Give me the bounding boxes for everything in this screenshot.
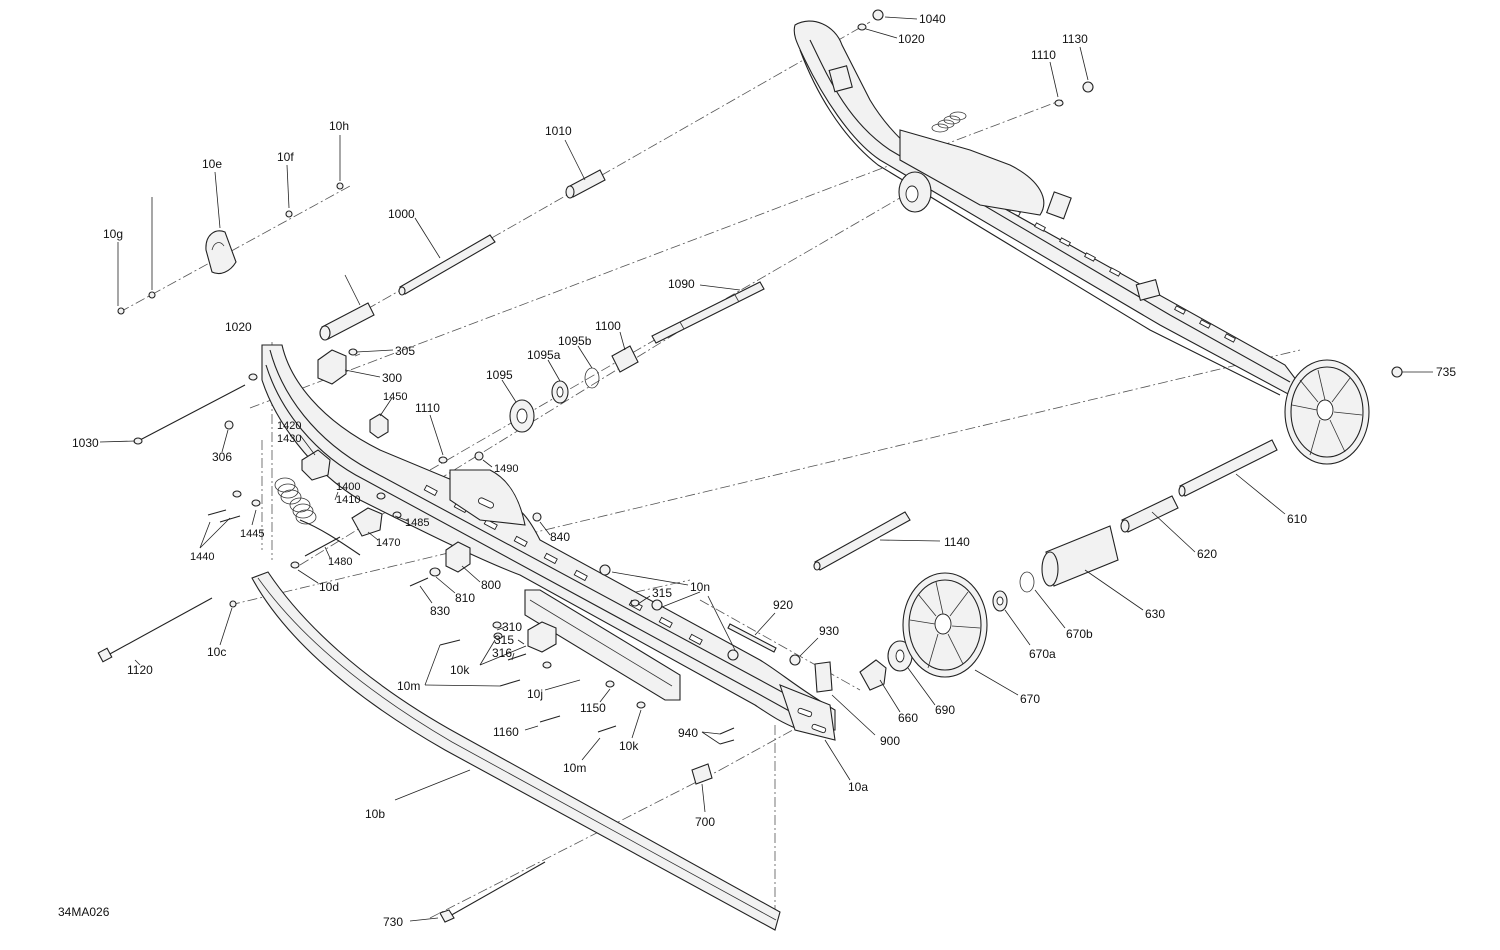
callout-620: 620 bbox=[1197, 547, 1217, 561]
callout-930: 930 bbox=[819, 624, 839, 638]
callout-840: 840 bbox=[550, 530, 570, 544]
callout-305: 305 bbox=[395, 344, 415, 358]
callout-1130: 1130 bbox=[1062, 32, 1088, 46]
callout-610: 610 bbox=[1287, 512, 1307, 526]
callout-1410: 1410 bbox=[336, 494, 360, 506]
callout-1120: 1120 bbox=[127, 663, 153, 677]
callout-10g: 10g bbox=[103, 227, 123, 241]
callout-735: 735 bbox=[1436, 365, 1456, 379]
callout-labels: 1040 1020 1130 1110 10h 1010 10e 10f 100… bbox=[72, 12, 1456, 929]
callout-1485: 1485 bbox=[405, 517, 429, 529]
assembly-axes bbox=[119, 21, 1301, 919]
callout-10j: 10j bbox=[527, 687, 543, 701]
callout-940: 940 bbox=[678, 726, 698, 740]
callout-1030: 1030 bbox=[72, 436, 99, 450]
callout-1140: 1140 bbox=[944, 535, 970, 549]
molded-parts bbox=[205, 230, 887, 785]
callout-730: 730 bbox=[383, 915, 403, 929]
callout-920: 920 bbox=[773, 598, 793, 612]
callout-10m: 10m bbox=[563, 761, 586, 775]
callout-1095a: 1095a bbox=[527, 348, 561, 362]
callout-306: 306 bbox=[212, 450, 232, 464]
callout-900: 900 bbox=[880, 734, 900, 748]
callout-1490: 1490 bbox=[494, 463, 518, 475]
callout-670a: 670a bbox=[1029, 647, 1056, 661]
callout-1110: 1110 bbox=[415, 401, 440, 415]
slider-strip bbox=[251, 571, 781, 931]
callout-1040: 1040 bbox=[919, 12, 946, 26]
diagram-code: 34MA026 bbox=[58, 905, 110, 919]
callout-1020: 1020 bbox=[225, 320, 252, 334]
callout-630: 630 bbox=[1145, 607, 1165, 621]
rear-rail-assembly bbox=[793, 20, 1370, 465]
callout-1095: 1095 bbox=[486, 368, 513, 382]
callout-1095b: 1095b bbox=[558, 334, 592, 348]
torsion-spring bbox=[274, 477, 361, 556]
rear-idler-wheel bbox=[1284, 359, 1370, 465]
callout-10a: 10a bbox=[848, 780, 868, 794]
callout-660: 660 bbox=[898, 711, 918, 725]
hardware bbox=[117, 9, 1403, 745]
shafts bbox=[97, 169, 1278, 923]
callout-310: 310 bbox=[502, 620, 522, 634]
rear-rail-springs bbox=[931, 111, 967, 133]
callout-1160: 1160 bbox=[493, 725, 519, 739]
callout-10c: 10c bbox=[207, 645, 226, 659]
callout-1400: 1400 bbox=[336, 481, 360, 493]
leader-lines bbox=[99, 16, 1433, 922]
stopper-bar bbox=[524, 589, 681, 701]
callout-1445: 1445 bbox=[240, 528, 264, 540]
callout-1000: 1000 bbox=[388, 207, 415, 221]
callout-1150: 1150 bbox=[580, 701, 606, 715]
callout-1420: 1420 bbox=[277, 420, 301, 432]
callout-1430: 1430 bbox=[277, 433, 301, 445]
callout-830: 830 bbox=[430, 604, 450, 618]
callout-10k: 10k bbox=[450, 663, 470, 677]
callout-700: 700 bbox=[695, 815, 715, 829]
callout-10k: 10k bbox=[619, 739, 639, 753]
callout-10n: 10n bbox=[690, 580, 710, 594]
callout-690: 690 bbox=[935, 703, 955, 717]
front-rail-assembly bbox=[261, 344, 836, 741]
callout-315: 315 bbox=[652, 586, 672, 600]
callout-10d: 10d bbox=[319, 580, 339, 594]
front-idler-wheel bbox=[902, 572, 988, 678]
callout-670: 670 bbox=[1020, 692, 1040, 706]
callout-1440: 1440 bbox=[190, 551, 214, 563]
callout-1100: 1100 bbox=[595, 319, 621, 333]
callout-1480: 1480 bbox=[328, 556, 352, 568]
callout-800: 800 bbox=[481, 578, 501, 592]
callout-10f: 10f bbox=[277, 150, 294, 164]
callout-670b: 670b bbox=[1066, 627, 1093, 641]
callout-1470: 1470 bbox=[376, 537, 400, 549]
callout-300: 300 bbox=[382, 371, 402, 385]
callout-1090: 1090 bbox=[668, 277, 695, 291]
callout-1450: 1450 bbox=[383, 391, 407, 403]
callout-10b: 10b bbox=[365, 807, 385, 821]
callout-1020: 1020 bbox=[898, 32, 925, 46]
callout-10m: 10m bbox=[397, 679, 420, 693]
callout-10h: 10h bbox=[329, 119, 349, 133]
callout-315: 315 bbox=[494, 633, 514, 647]
callout-1010: 1010 bbox=[545, 124, 572, 138]
callout-810: 810 bbox=[455, 591, 475, 605]
callout-316: 316 bbox=[492, 646, 512, 660]
callout-1110: 1110 bbox=[1031, 48, 1056, 62]
callout-10e: 10e bbox=[202, 157, 222, 171]
